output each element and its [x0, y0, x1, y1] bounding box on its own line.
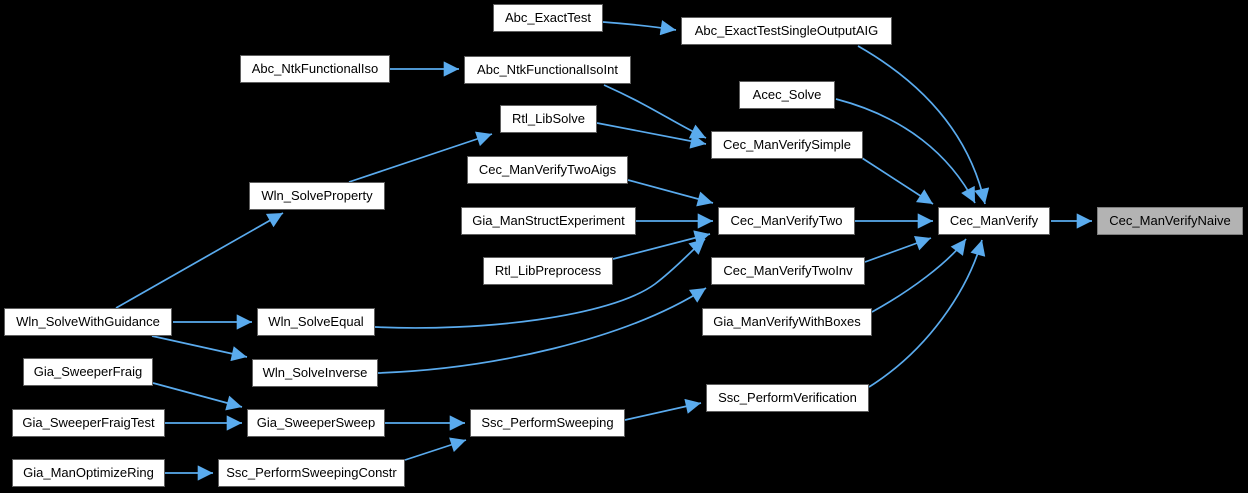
node-abc-exacttestsingleoutputaig[interactable]: Abc_ExactTestSingleOutputAIG — [681, 17, 892, 45]
node-cec-manverifytwoinv[interactable]: Cec_ManVerifyTwoInv — [711, 257, 865, 285]
node-gia-sweeperfraigtest[interactable]: Gia_SweeperFraigTest — [12, 409, 165, 437]
edge-ssc_performsweepingconstr-to-ssc_performsweeping — [404, 437, 467, 461]
node-gia-sweeperfraig[interactable]: Gia_SweeperFraig — [23, 358, 153, 386]
node-gia-manoptimizering[interactable]: Gia_ManOptimizeRing — [12, 459, 165, 487]
edge-acec_solve-to-cec_manverify — [835, 98, 976, 204]
edge-ssc_performsweeping-to-ssc_performverification — [624, 398, 702, 421]
node-gia-manstructexperiment[interactable]: Gia_ManStructExperiment — [461, 207, 636, 235]
edge-wln_solveequal-to-cec_manverifytwo — [374, 238, 706, 329]
node-acec-solve[interactable]: Acec_Solve — [739, 81, 835, 109]
edge-gia_sweeperfraig-to-gia_sweepersweep — [152, 382, 243, 411]
node-wln-solveproperty[interactable]: Wln_SolveProperty — [249, 182, 385, 210]
node-abc-ntkfunctionaliso[interactable]: Abc_NtkFunctionalIso — [240, 55, 390, 83]
node-wln-solveinverse[interactable]: Wln_SolveInverse — [252, 359, 378, 387]
node-gia-manverifywithboxes[interactable]: Gia_ManVerifyWithBoxes — [702, 308, 872, 336]
node-cec-manverifynaive-current: Cec_ManVerifyNaive — [1097, 207, 1243, 235]
node-rtl-libsolve[interactable]: Rtl_LibSolve — [500, 105, 597, 133]
node-cec-manverifysimple[interactable]: Cec_ManVerifySimple — [711, 131, 863, 159]
edge-gia_manverifywithboxes-to-cec_manverify — [871, 238, 967, 313]
edge-abc_exacttest-to-abc_exacttestsingleoutputaig — [602, 20, 677, 36]
edge-rtl_libpreprocess-to-cec_manverifytwo — [612, 230, 711, 260]
edge-wln_solveinverse-to-cec_manverifytwoinv — [377, 287, 707, 374]
node-wln-solveequal[interactable]: Wln_SolveEqual — [257, 308, 375, 336]
node-rtl-libpreprocess[interactable]: Rtl_LibPreprocess — [483, 257, 613, 285]
node-abc-ntkfunctionalisoint[interactable]: Abc_NtkFunctionalIsoInt — [464, 56, 631, 84]
edge-wln_solveproperty-to-rtl_libsolve — [348, 131, 493, 183]
edge-cec_manverifysimple-to-cec_manverify — [861, 157, 934, 205]
edge-wln_solvewithguidance-to-wln_solveinverse — [151, 335, 248, 362]
node-ssc-performverification[interactable]: Ssc_PerformVerification — [706, 384, 869, 412]
node-abc-exacttest[interactable]: Abc_ExactTest — [493, 4, 603, 32]
node-wln-solvewithguidance[interactable]: Wln_SolveWithGuidance — [4, 308, 172, 336]
edge-rtl_libsolve-to-cec_manverifysimple — [596, 122, 707, 149]
node-ssc-performsweepingconstr[interactable]: Ssc_PerformSweepingConstr — [218, 459, 405, 487]
edge-abc_ntkfunctionalisoint-to-cec_manverifysimple — [603, 84, 707, 139]
edge-cec_manverifytwoaigs-to-cec_manverifytwo — [627, 179, 714, 207]
node-cec-manverifytwo[interactable]: Cec_ManVerifyTwo — [718, 207, 855, 235]
edge-ssc_performverification-to-cec_manverify — [868, 239, 986, 388]
node-gia-sweepersweep[interactable]: Gia_SweeperSweep — [247, 409, 385, 437]
node-ssc-performsweeping[interactable]: Ssc_PerformSweeping — [470, 409, 625, 437]
edge-wln_solvewithguidance-to-wln_solveproperty — [115, 212, 284, 309]
edge-abc_exacttestsingleoutputaig-to-cec_manverify — [857, 45, 990, 205]
node-cec-manverify[interactable]: Cec_ManVerify — [938, 207, 1050, 235]
edge-cec_manverifytwoinv-to-cec_manverify — [864, 236, 932, 263]
node-cec-manverifytwoaigs[interactable]: Cec_ManVerifyTwoAigs — [467, 156, 628, 184]
